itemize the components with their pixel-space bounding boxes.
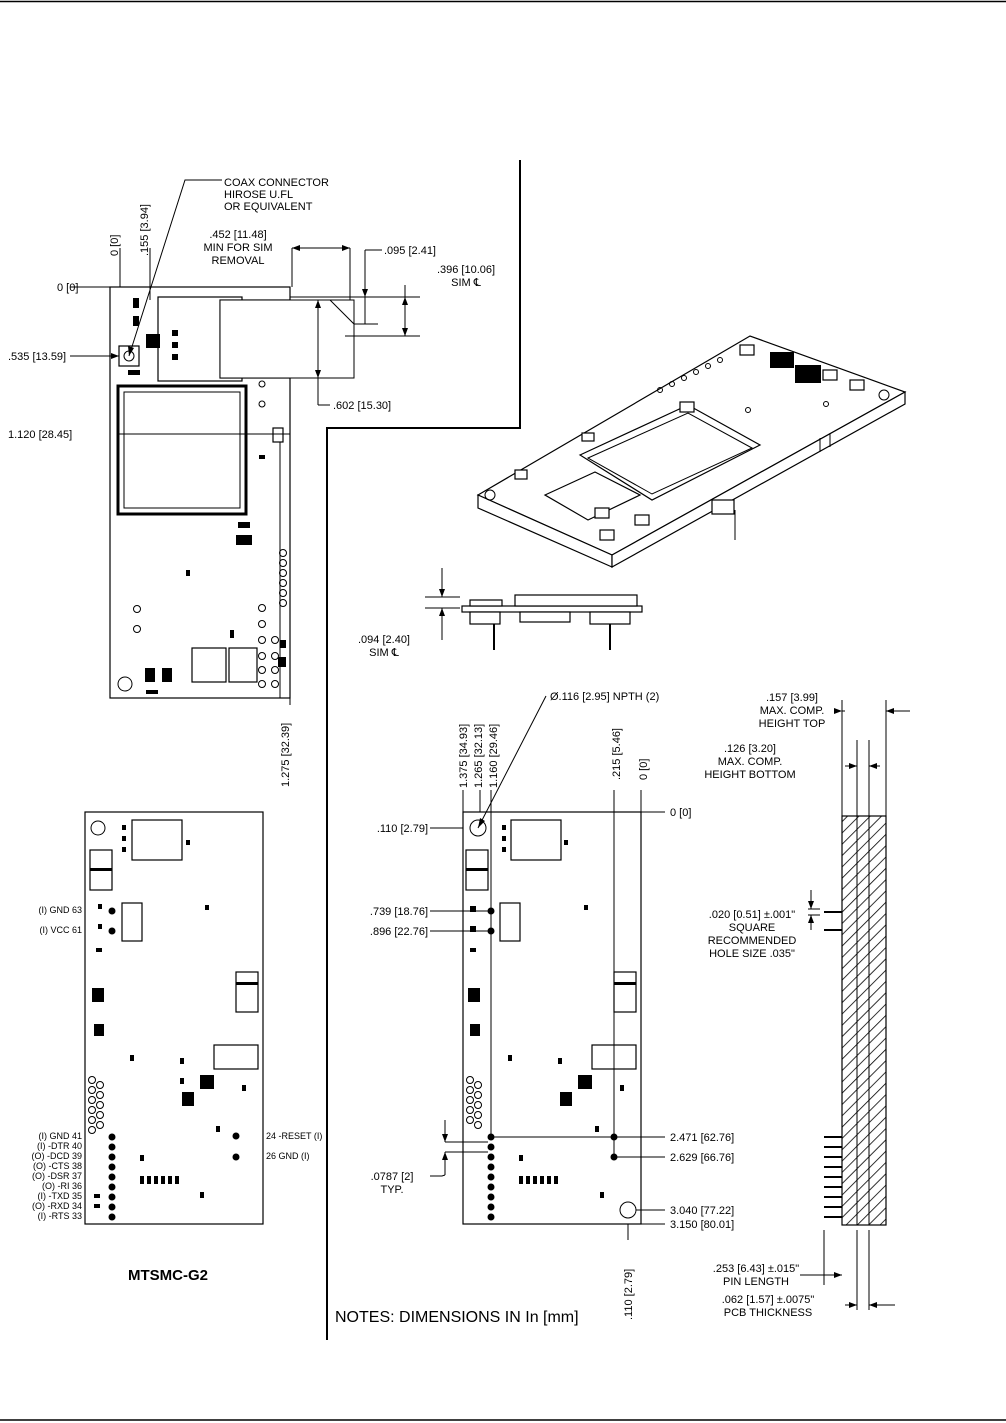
comp-top-line2: MAX. COMP. [760,705,825,717]
coax-callout-line2: HIROSE U.FL [224,189,293,201]
h-535-label: .535 [13.59] [8,351,66,363]
dim-094-line2: SIM ℄ [369,647,399,659]
pin-dcd-39: (O) -DCD 39 [31,1151,82,1161]
pin-reset-24: 24 -RESET (I) [266,1131,322,1141]
isometric-view [476,335,907,569]
r-2471-label: 2.471 [62.76] [670,1132,734,1144]
comp-top-line1: .157 [3.99] [766,692,818,704]
top-view-dimensions [70,179,420,705]
view-divider [326,160,521,1340]
square-line4: HOLE SIZE .035" [709,948,795,960]
h-739-label: .739 [18.76] [370,906,428,918]
pin-view-board [84,811,264,1225]
v-0-label-bottom: 0 [0] [638,759,650,780]
comp-bottom-line1: .126 [3.20] [724,743,776,755]
pin-gnd-41: (I) GND 41 [38,1131,82,1141]
h-1120-label: 1.120 [28.45] [8,429,72,441]
pitch-line1: .0787 [2] [371,1171,414,1183]
dimension-notes: NOTES: DIMENSIONS IN In [mm] [335,1309,579,1326]
coax-callout-line1: COAX CONNECTOR [224,177,329,189]
pitch-line2: TYP. [380,1184,403,1196]
pcb-line1: .062 [1.57] ±.0075" [722,1294,815,1306]
h-0-label: 0 [0] [57,282,78,294]
model-name: MTSMC-G2 [128,1267,208,1284]
dim-094-line1: .094 [2.40] [358,634,410,646]
pin-gnd-26: 26 GND (I) [266,1151,310,1161]
side-view [425,568,643,650]
pin-cts-38: (O) -CTS 38 [33,1161,82,1171]
comp-bottom-line3: HEIGHT BOTTOM [704,769,795,781]
v-110-label: .110 [2.79] [623,1269,635,1320]
pin-dsr-37: (O) -DSR 37 [32,1171,82,1181]
coax-callout-line3: OR EQUIVALENT [224,201,313,213]
pcb-line2: PCB THICKNESS [724,1307,812,1319]
h-110-label: .110 [2.79] [377,823,428,835]
pin-gnd-63: (I) GND 63 [38,905,82,915]
comp-top-line3: HEIGHT TOP [759,718,826,730]
sim-cl-line2: SIM ℄ [451,277,481,289]
pin-length-line1: .253 [6.43] ±.015" [713,1263,799,1275]
edge-view [800,700,910,1310]
v-1275-label: 1.275 [32.39] [280,723,292,787]
sim-removal-line1: .452 [11.48] [209,229,266,241]
v-1375-label: 1.375 [34.93] [458,724,470,788]
dim-095-label: .095 [2.41] [384,245,436,257]
sim-removal-line3: REMOVAL [212,255,265,267]
npth-callout: Ø.116 [2.95] NPTH (2) [550,691,659,703]
bottom-view-board [462,811,642,1225]
v-0-label: 0 [0] [109,235,121,256]
v-1265-label: 1.265 [32.13] [473,724,485,788]
r-3040-label: 3.040 [77.22] [670,1205,734,1217]
dim-602-label: .602 [15.30] [333,400,391,412]
h-0-label-bottom: 0 [0] [670,807,691,819]
pin-length-line2: PIN LENGTH [723,1276,789,1288]
sim-cl-line1: .396 [10.06] [437,264,495,276]
r-3150-label: 3.150 [80.01] [670,1219,734,1231]
h-896-label: .896 [22.76] [370,926,428,938]
v-215-label: .215 [5.46] [611,728,623,780]
pin-txd-35: (I) -TXD 35 [37,1191,82,1201]
r-2629-label: 2.629 [66.76] [670,1152,734,1164]
pin-vcc-61: (I) VCC 61 [39,925,82,935]
v-1160-label: 1.160 [29.46] [488,724,500,788]
pin-rts-33: (I) -RTS 33 [38,1211,82,1221]
square-line3: RECOMMENDED [708,935,797,947]
v-155-label: .155 [3.94] [139,204,151,256]
comp-bottom-line2: MAX. COMP. [718,756,783,768]
square-line1: .020 [0.51] ±.001" [709,909,795,921]
top-view-board [109,286,355,699]
sim-removal-line2: MIN FOR SIM [203,242,272,254]
pin-dtr-40: (I) -DTR 40 [37,1141,82,1151]
square-line2: SQUARE [729,922,775,934]
bottom-view-dimensions [430,695,665,1240]
pin-rxd-34: (O) -RXD 34 [32,1201,82,1211]
pin-ri-36: (O) -RI 36 [42,1181,82,1191]
